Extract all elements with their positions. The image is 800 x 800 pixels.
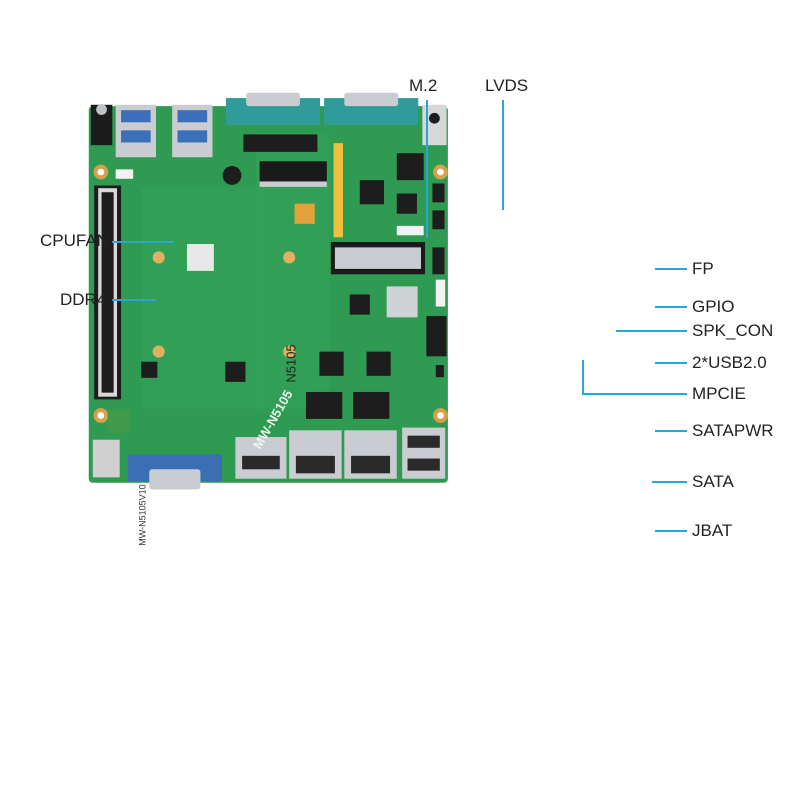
callout-line-cpufan: [112, 241, 174, 243]
label-satapwr: SATAPWR: [692, 421, 774, 440]
callout-line-sata: [652, 481, 687, 483]
jbat-header: [435, 365, 444, 378]
m2-slot: [259, 161, 327, 182]
label-fp: FP: [692, 259, 714, 278]
cpu-pad: [294, 203, 315, 224]
label-gpio: GPIO: [692, 297, 735, 316]
pin-header: [243, 134, 318, 152]
label-lvds: LVDS: [485, 76, 529, 95]
motherboard-illustration: [88, 92, 448, 490]
board-sticker-label: MW-N5105V10: [137, 484, 148, 546]
label-ddr4: DDR4: [60, 290, 107, 309]
label-usb20: 2*USB2.0: [692, 353, 767, 372]
lvds-connector: [333, 143, 343, 238]
sata-connector: [426, 315, 447, 357]
callout-line-usb20: [655, 362, 687, 364]
usb-port-stack: [402, 427, 446, 479]
callout-line-lvds: [502, 100, 504, 210]
label-cpufan: CPUFAN: [40, 231, 109, 250]
callout-line-jbat: [655, 530, 687, 532]
label-spk-con: SPK_CON: [692, 321, 774, 340]
usb2-header: [432, 247, 445, 275]
audio-jack: [90, 104, 113, 146]
sim-slot: [386, 286, 418, 318]
gpio-header: [432, 210, 445, 230]
label-sata: SATA: [692, 472, 734, 491]
callout-line-fp: [655, 268, 687, 270]
label-mpcie: MPCIE: [692, 384, 746, 403]
pcb: [88, 106, 448, 483]
label-jbat: JBAT: [692, 521, 733, 540]
satapwr-connector: [435, 279, 446, 307]
spk-connector: [396, 225, 424, 236]
power-jack: [92, 439, 120, 478]
buzzer: [222, 166, 242, 185]
fp-header: [432, 183, 445, 203]
callout-line-mpcie: [582, 393, 687, 395]
callout-line-spk: [616, 330, 687, 332]
callout-line-gpio: [655, 306, 687, 308]
board-chip-label: N5105: [283, 344, 299, 383]
label-m2: M.2: [409, 76, 438, 95]
cpufan-connector: [115, 169, 134, 179]
callout-line-ddr4: [112, 299, 156, 301]
chip-label-box: [186, 244, 214, 271]
callout-line-satapwr: [655, 430, 687, 432]
terminal-block: [107, 408, 130, 433]
callout-line-m2: [426, 100, 428, 238]
callout-line-mpcie-v: [582, 360, 584, 394]
